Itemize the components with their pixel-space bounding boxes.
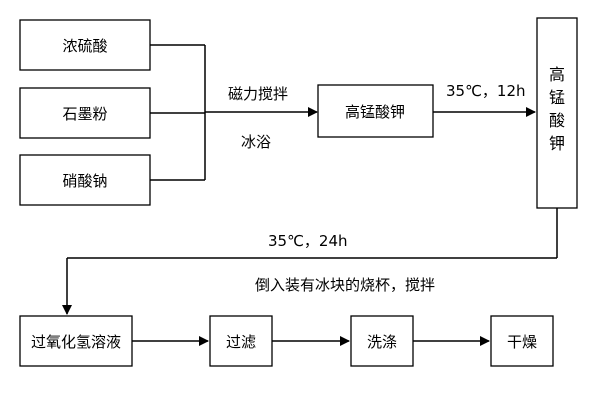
vertical-char-4: 钾 [549, 134, 565, 153]
step-box-kmno4-vertical: 高 锰 酸 钾 [536, 17, 578, 209]
input-box-graphite: 石墨粉 [19, 87, 151, 139]
step-label-kmno4: 高锰酸钾 [345, 103, 405, 121]
vertical-char-1: 高 [549, 65, 565, 84]
label-stir: 磁力搅拌 [228, 85, 288, 103]
input-box-sodium-nitrate: 硝酸钠 [19, 154, 151, 206]
step-label-peroxide: 过氧化氢溶液 [31, 333, 121, 351]
step-box-filter: 过滤 [209, 315, 273, 367]
label-condition-12h: 35℃，12h [446, 82, 526, 100]
step-box-kmno4: 高锰酸钾 [317, 84, 434, 138]
label-condition-24h: 35℃，24h [268, 232, 348, 250]
input-box-sulfuric-acid: 浓硫酸 [19, 19, 151, 71]
input-label-graphite: 石墨粉 [62, 105, 107, 123]
step-box-wash: 洗涤 [350, 315, 414, 367]
vertical-char-3: 酸 [549, 111, 565, 130]
input-label-sulfuric-acid: 浓硫酸 [62, 37, 107, 55]
input-connectors [150, 44, 206, 181]
label-pour-into-ice: 倒入装有冰块的烧杯，搅拌 [255, 276, 435, 294]
input-label-sodium-nitrate: 硝酸钠 [62, 172, 107, 190]
vertical-char-2: 锰 [549, 88, 565, 107]
step-label-filter: 过滤 [226, 333, 256, 351]
step-box-dry: 干燥 [490, 315, 554, 367]
label-ice-bath: 冰浴 [241, 133, 271, 151]
step-label-dry: 干燥 [507, 333, 537, 351]
return-connector [62, 208, 558, 315]
step-box-peroxide: 过氧化氢溶液 [19, 315, 133, 367]
step-label-wash: 洗涤 [367, 333, 397, 351]
